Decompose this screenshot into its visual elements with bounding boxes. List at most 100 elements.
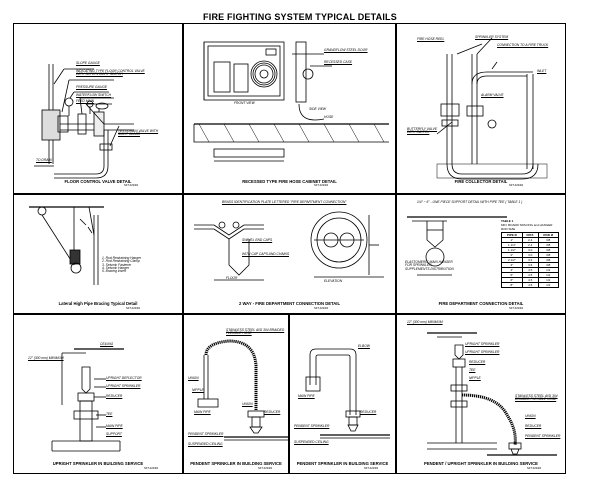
fire-collector-diagram	[436, 37, 548, 180]
ref-code: NFT-023/R4	[126, 307, 141, 310]
label-slope-gauge: SLOPE GAUGE	[76, 61, 100, 65]
ref-code: NFT-023/R4	[314, 307, 329, 310]
label-test-drain-valve: TEST/DRAIN VALVE WITH SIGHT GLASS	[118, 129, 159, 137]
label-reducer: REDUCER	[264, 410, 281, 414]
caption-pendent-upright: PENDENT / UPRIGHT SPRINKLER IN BUILDING …	[424, 461, 538, 466]
pendent-flexible-diagram	[197, 339, 288, 441]
ref-code: NFT-023/R4	[527, 467, 542, 470]
legend-item: 4. Seismic Hanger	[102, 265, 129, 270]
label-elbow: ELBOW	[358, 344, 370, 348]
panel-pendent-elbow: ELBOW MAIN PIPE REDUCER PENDENT SPRINKLE…	[289, 314, 396, 474]
label-12in-minimum: 12" (300 mm) MINIMUM	[28, 356, 64, 360]
label-upright-sprinkler-2: UPRIGHT SPRINKLER	[465, 350, 500, 354]
label-support: SUPPORT	[106, 432, 122, 436]
panel-fd-connection: 1/4" ~ 6" - ONE PIECE SUPPORT DETAIL WIT…	[396, 194, 566, 314]
label-elevation: ELEVATION	[324, 279, 343, 283]
label-upright-sprinkler: UPRIGHT SPRINKLER	[106, 384, 141, 388]
caption-upright-sprinkler: UPRIGHT SPRINKLER IN BUILDING SERVICE	[52, 461, 144, 466]
panel-upright-sprinkler: CEILING 12" (300 mm) MINIMUM UPRIGHT DEF…	[13, 314, 183, 474]
label-sprinkler-system: SPRINKLER SYSTEM	[475, 35, 509, 39]
label-pendent-sprinkler: PENDENT SPRINKLER	[188, 432, 224, 436]
pendent-elbow-diagram	[305, 348, 390, 439]
support-table: TABLE 1 MIN. BOARD SPACING and HANGER RO…	[501, 219, 560, 288]
table-note: MIN. BOARD SPACING and HANGER ROD SIZE	[501, 223, 553, 231]
label-butterfly-valve: BUTTERFLY VALVE WITH SWITCH	[407, 127, 438, 135]
panel-fire-collector: FIRE HOSE REEL SPRINKLER SYSTEM CONNECTI…	[396, 23, 566, 194]
caption-2way-fd-connection: 2 WAY - FIRE DEPARTMENT CONNECTION DETAI…	[238, 301, 341, 306]
lateral-bracing-diagram	[29, 206, 104, 285]
label-nipple: NIPPLE	[192, 388, 204, 392]
label-to-drain: TO DRAIN	[36, 158, 52, 162]
caption-fd-connection: FIRE DEPARTMENT CONNECTION DETAIL	[438, 301, 524, 306]
label-pressure-gauge: PRESSURE GAUGE	[76, 85, 107, 89]
label-support-detail: 1/4" ~ 6" - ONE PIECE SUPPORT DETAIL WIT…	[417, 200, 523, 204]
label-nipple: NIPPLE	[469, 376, 481, 380]
label-cap-chains: WITH CAP CAPS AND CHAINS	[242, 252, 290, 256]
pendent-upright-diagram	[427, 332, 557, 456]
label-upright-deflector: UPRIGHT DEFLECTOR	[106, 376, 142, 380]
panel-floor-control-valve: SLOPE GAUGE INDICATING TYPE FLOOR CONTRO…	[13, 23, 183, 194]
panel-hose-cabinet: GRANDFLOW STEEL DOOR RECESSED CASE FRONT…	[183, 23, 396, 194]
caption-pendent-elbow: PENDENT SPRINKLER IN BUILDING SERVICE	[296, 461, 389, 466]
legend-item: 3. Seismic Fastener	[102, 262, 132, 267]
label-hose: HOSE	[324, 115, 334, 119]
label-reducer-lower: REDUCER	[525, 424, 542, 428]
label-fire-hose-reel: FIRE HOSE REEL	[417, 37, 445, 41]
label-alarm-valve: ALARM VALVE	[481, 93, 504, 97]
label-tee: TEE	[106, 412, 113, 416]
panel-pendent-flexible: STAINLESS STEEL AISI 304 BRAIDED FLEXIBL…	[183, 314, 289, 474]
fd-connection-diagram	[407, 216, 507, 276]
caption-lateral-bracing: Lateral High Pipe Bracing Typical Detail	[58, 301, 138, 306]
label-braided-hose: STAINLESS STEEL AISI 304 BRAIDED FLEXIBL…	[515, 394, 558, 402]
ref-code: NFT-023/R4	[509, 184, 524, 187]
label-12in-minimum: 12" (300 mm) MINIMUM	[407, 320, 443, 324]
table-cell: 4.5	[521, 282, 539, 288]
legend-item: 1. Rod Restraining Hanger	[102, 256, 142, 260]
label-inlet: INLET	[537, 69, 547, 73]
label-ceiling: CEILING	[100, 342, 114, 346]
label-side-view: SIDE VIEW	[309, 107, 327, 111]
legend-item: 2. Rod Restraining Clamp	[102, 259, 140, 264]
label-upright-sprinkler: UPRIGHT SPRINKLER	[465, 342, 500, 346]
label-steel-door: GRANDFLOW STEEL DOOR	[324, 48, 368, 52]
2way-fd-connection-diagram	[194, 211, 384, 281]
label-reducer: REDUCER	[469, 360, 486, 364]
hose-cabinet-diagram	[193, 41, 389, 162]
label-main-pipe: MAIN PIPE	[298, 394, 315, 398]
panel-2way-fd-connection: BRASS IDENTIFICATION PLATE LETTERED "FIR…	[183, 194, 396, 314]
label-reducer: REDUCER	[360, 410, 377, 414]
ref-code: NFT-023/R4	[258, 467, 273, 470]
label-swivel-end-caps: SWIVEL END CAPS	[242, 238, 273, 242]
caption-fire-collector: FIRE COLLECTOR DETAIL	[454, 179, 508, 184]
legend-bracing: 1. Rod Restraining Hanger 2. Rod Restrai…	[102, 256, 172, 274]
label-elastomeric-hanger: ELASTOMERIC MAIN HANGER FOR SPRINKLER SU…	[405, 260, 454, 271]
label-waterflow-switch: WATERFLOW SWITCH	[76, 93, 112, 97]
label-union-lower: UNION	[242, 402, 253, 406]
label-tee: TEE	[469, 368, 476, 372]
ref-code: NFT-023/R4	[364, 467, 379, 470]
panel-pendent-upright: 12" (300 mm) MINIMUM UPRIGHT SPRINKLER U…	[396, 314, 566, 474]
label-reducer: REDUCER	[106, 394, 123, 398]
ref-code: NFT-023/R4	[509, 307, 524, 310]
ref-code: NFT-023/R4	[124, 184, 139, 187]
label-main-pipe: MAIN PIPE	[106, 424, 123, 428]
legend-item: 5. Bracing Insert	[102, 269, 127, 274]
floor-control-valve-diagram	[34, 64, 134, 179]
label-fire-truck-connection: CONNECTION TO A FIRE TRUCK	[497, 43, 549, 47]
ref-code: NFT-023/R4	[314, 184, 329, 187]
label-floor: FLOOR	[226, 276, 238, 280]
label-suspended-ceiling: SUSPENDED CEILING	[294, 440, 329, 444]
label-braided-hose: STAINLESS STEEL AISI 304 BRAIDED FLEXIBL…	[226, 328, 285, 336]
label-suspended-ceiling: SUSPENDED CEILING	[188, 442, 223, 446]
